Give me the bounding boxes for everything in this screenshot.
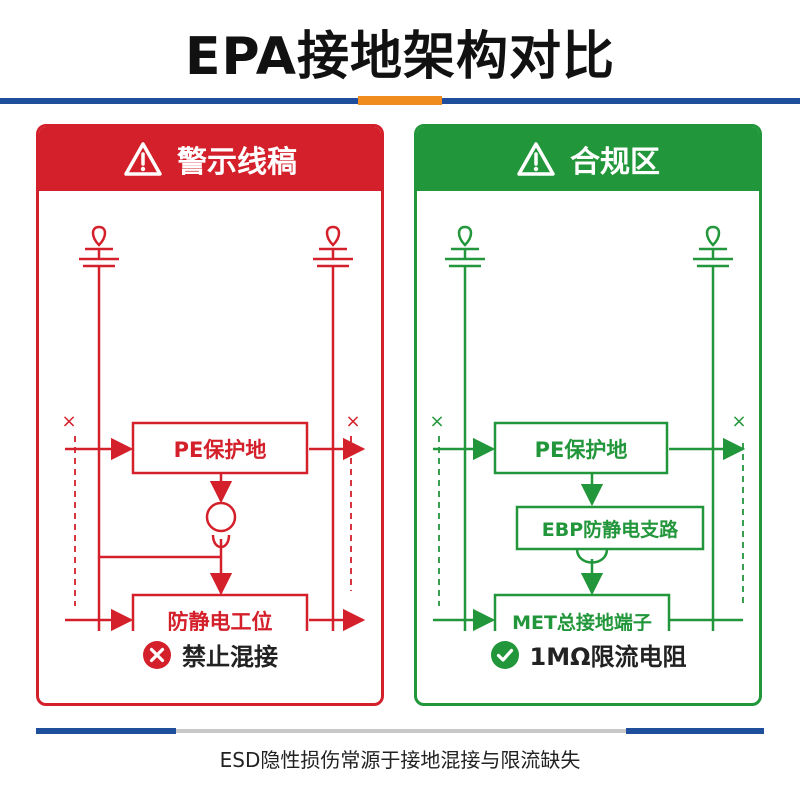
warning-panel-header: 警示线稿 <box>39 127 381 191</box>
footer-divider-accent-right <box>626 728 764 734</box>
warning-verdict-text: 禁止混接 <box>182 643 278 671</box>
esd-workstation-label: 防静电工位 <box>168 610 273 631</box>
page-title: EPA接地架构对比 <box>184 27 616 87</box>
ebp-branch-label: EBP防静电支路 <box>542 518 679 541</box>
break-mark-right: × <box>731 411 746 432</box>
warning-grounding-diagram: × × PE保护地 防静电工位 <box>61 225 366 631</box>
compliant-grounding-diagram: × × PE保护地 EBP防静电支路 MET总接地端子 <box>429 225 747 631</box>
met-terminal-label: MET总接地端子 <box>512 611 652 631</box>
pe-ground-label: PE保护地 <box>174 438 267 462</box>
break-mark-left: × <box>61 411 76 432</box>
warning-panel-title: 警示线稿 <box>177 145 297 180</box>
warning-verdict: 禁止混接 <box>39 637 381 672</box>
ground-coil-symbol <box>205 501 237 533</box>
compliant-panel-header: 合规区 <box>417 127 759 191</box>
met-terminal-node <box>493 593 671 631</box>
compliant-verdict: 1MΩ限流电阻 <box>417 637 759 672</box>
terminal-pin-icon-right <box>313 225 353 268</box>
terminal-pin-icon-left <box>79 225 119 268</box>
break-mark-left: × <box>429 411 444 432</box>
footer-divider <box>36 729 764 733</box>
footer-divider-accent-left <box>36 728 176 734</box>
terminal-pin-icon-right <box>693 225 733 268</box>
pe-ground-node <box>493 421 669 475</box>
footer-caption: ESD隐性损伤常源于接地混接与限流缺失 <box>219 748 581 772</box>
pe-ground-label: PE保护地 <box>535 438 628 462</box>
break-mark-right: × <box>345 411 360 432</box>
warning-triangle-icon <box>124 142 162 176</box>
warning-panel: 警示线稿 <box>36 124 384 706</box>
check-circle-icon <box>490 640 519 669</box>
compliant-verdict-text: 1MΩ限流电阻 <box>529 643 687 671</box>
compliant-panel-title: 合规区 <box>570 145 660 180</box>
header-divider-accent <box>358 96 442 105</box>
terminal-pin-icon-left <box>445 225 485 268</box>
ebp-branch-node <box>515 505 705 551</box>
x-circle-icon <box>143 640 171 669</box>
warning-triangle-icon <box>517 142 555 176</box>
compliant-panel: 合规区 <box>414 124 762 706</box>
